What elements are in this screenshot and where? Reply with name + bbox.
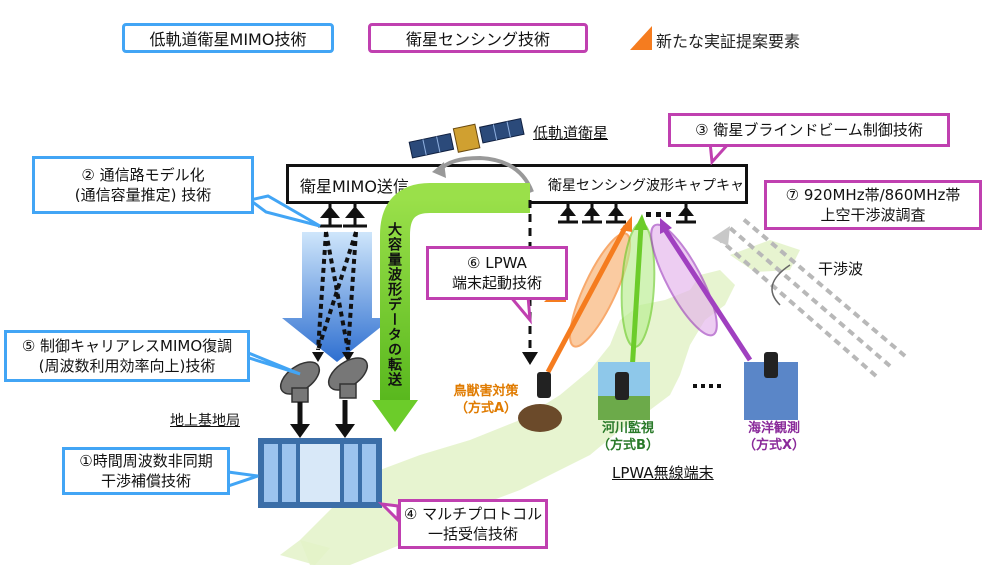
sat-mimo-tx-label: 衛星MIMO送信 [300,177,409,196]
callout-async-interference: ①時間周波数非同期 干渉補償技術 [62,447,230,495]
callout-7-line1: ⑦ 920MHz帯/860MHz帯 [785,186,961,204]
legend-leo-mimo: 低軌道衛星MIMO技術 [122,23,334,53]
legend-new-element: 新たな実証提案要素 [656,32,801,51]
legend-sat-sensing: 衛星センシング技術 [368,23,588,53]
callout-5-line2: (周波数利用効率向上)技術 [38,357,216,375]
callout-6-line1: ⑥ LPWA [467,254,527,272]
callout-4-line1: ④ マルチプロトコル [403,505,543,523]
callout-channel-model: ② 通信路モデル化 (通信容量推定) 技術 [32,156,254,214]
ground-station-label: 地上基地局 [170,413,240,429]
terminal-label-x: 海洋観測 （方式X） [734,420,814,454]
satellite-icon [408,117,525,159]
callout-interference-survey: ⑦ 920MHz帯/860MHz帯 上空干渉波調査 [764,180,982,230]
callout-lpwa-wakeup: ⑥ LPWA 端末起動技術 [426,246,568,300]
callout-carrierless-mimo: ⑤ 制御キャリアレスMIMO復調 (周波数利用効率向上)技術 [4,330,250,382]
legend-sat-sensing-label: 衛星センシング技術 [405,30,550,49]
callout-1-line2: 干渉補償技術 [100,472,191,490]
callout-2-line2: (通信容量推定) 技術 [74,186,212,204]
callout-2-line1: ② 通信路モデル化 [81,166,205,184]
callout-5-line1: ⑤ 制御キャリアレスMIMO復調 [21,337,233,355]
interference-label: 干渉波 [818,260,864,278]
terminal-label-b: 河川監視 （方式B） [588,420,668,454]
terminal-b-mode: （方式B） [597,438,659,453]
terminal-a-name: 鳥獣害対策 [453,384,519,399]
callout-6-line2: 端末起動技術 [451,274,542,292]
orange-triangle-icon [630,26,652,50]
terminal-label-a: 鳥獣害対策 （方式A） [436,383,536,417]
large-transfer-label: 大容量波形データの転送 [386,222,402,387]
legend-leo-mimo-label: 低軌道衛星MIMO技術 [149,30,307,49]
callout-4-line2: 一括受信技術 [427,525,518,543]
callout-1-line1: ①時間周波数非同期 [79,452,213,470]
callout-3-line1: ③ 衛星ブラインドビーム制御技術 [695,121,923,139]
terminal-a-mode: （方式A） [454,401,518,416]
callout-multi-protocol: ④ マルチプロトコル 一括受信技術 [398,499,548,549]
leo-satellite-label: 低軌道衛星 [533,124,609,142]
terminal-x-name: 海洋観測 [747,421,800,436]
callout-blind-beam: ③ 衛星ブラインドビーム制御技術 [668,113,950,147]
callout-7-line2: 上空干渉波調査 [820,206,926,224]
lpwa-terminals-label: LPWA無線端末 [612,464,714,482]
terminal-b-name: 河川監視 [601,421,654,436]
sat-sensing-capture-label: 衛星センシング波形キャプキャ [548,178,744,194]
terminal-x-mode: （方式X） [742,438,806,453]
